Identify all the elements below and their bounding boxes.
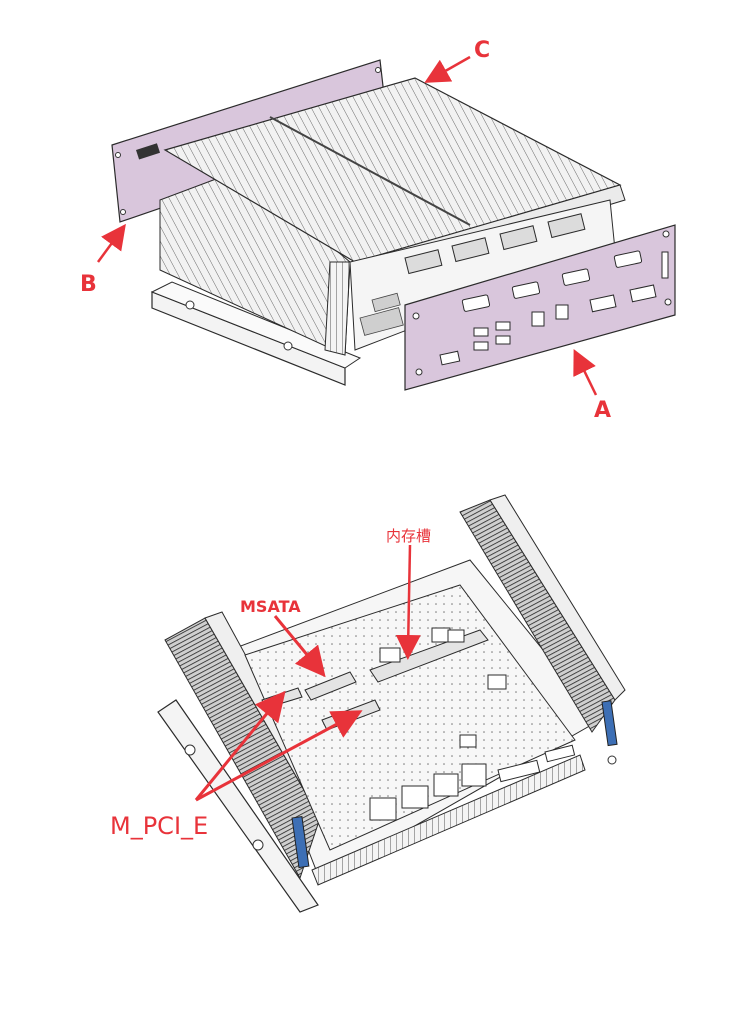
msata-connector xyxy=(304,671,357,701)
callout-label-b: B xyxy=(80,272,97,297)
mounting-bracket-flange xyxy=(150,281,362,369)
side-heatsink-edge xyxy=(324,261,351,356)
front-panel-a xyxy=(404,224,676,391)
motherboard xyxy=(244,584,576,851)
callout-label-msata: MSATA xyxy=(240,597,301,616)
top-enclosure-diagram xyxy=(96,55,676,396)
front-panel-ports xyxy=(439,250,669,366)
front-io-ports xyxy=(369,744,576,821)
bottom-open-chassis-diagram xyxy=(157,494,626,913)
left-side-port-block xyxy=(291,816,310,869)
right-side-port-block xyxy=(601,700,618,747)
memory-slot-connector xyxy=(369,629,489,683)
callout-label-c: C xyxy=(474,38,491,63)
bottom-fin-strip xyxy=(311,754,586,886)
vga-connector-row xyxy=(404,213,586,275)
callout-label-m-pci-e: M_PCI_E xyxy=(110,812,209,840)
callout-label-memory-slot: 内存槽 xyxy=(386,527,432,545)
callout-label-a: A xyxy=(594,398,612,423)
